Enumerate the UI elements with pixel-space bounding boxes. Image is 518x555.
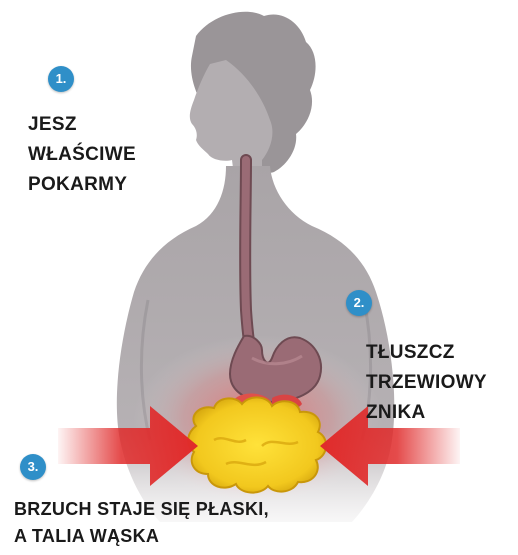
step-3-caption: BRZUCH STAJE SIĘ PŁASKI, A TALIA WĄSKA [14, 496, 269, 550]
step-3-line-2: A TALIA WĄSKA [14, 523, 269, 550]
step-2-caption: TŁUSZCZ TRZEWIOWY ZNIKA [366, 338, 487, 428]
step-1-caption: JESZ WŁAŚCIWE POKARMY [28, 110, 136, 200]
step-1-line-3: POKARMY [28, 170, 136, 200]
step-2-line-1: TŁUSZCZ [366, 338, 487, 368]
step-2-line-2: TRZEWIOWY [366, 368, 487, 398]
step-1-line-2: WŁAŚCIWE [28, 140, 136, 170]
step-2-badge: 2. [346, 290, 372, 316]
step-2-line-3: ZNIKA [366, 398, 487, 428]
step-3-badge: 3. [20, 454, 46, 480]
visceral-fat-icon [188, 397, 326, 492]
step-1-line-1: JESZ [28, 110, 136, 140]
step-1-badge: 1. [48, 66, 74, 92]
step-3-line-1: BRZUCH STAJE SIĘ PŁASKI, [14, 496, 269, 523]
